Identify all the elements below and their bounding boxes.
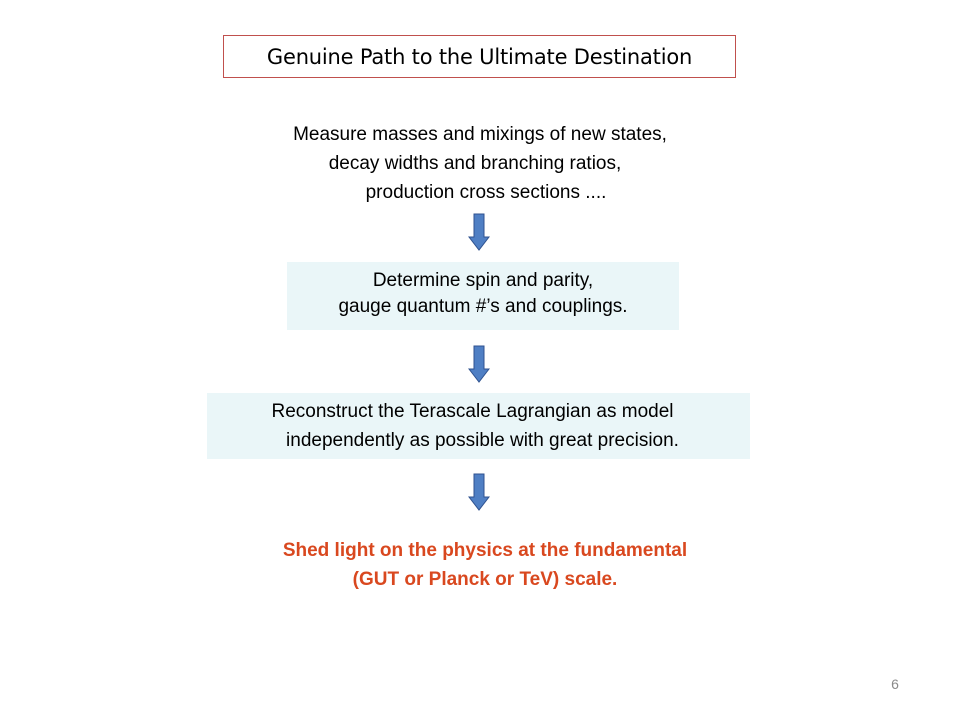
- step-reconstruct-box: Reconstruct the Terascale Lagrangian as …: [207, 393, 750, 459]
- step-determine-line: gauge quantum #’s and couplings.: [338, 296, 628, 317]
- down-arrow-icon: [468, 345, 490, 383]
- step-determine-line: Determine spin and parity,: [372, 270, 594, 291]
- step-measure-text: Measure masses and mixings of new states…: [215, 120, 745, 207]
- page-number: 6: [891, 676, 899, 692]
- step-determine-box: Determine spin and parity, gauge quantum…: [287, 262, 679, 330]
- conclusion-text: Shed light on the physics at the fundame…: [215, 536, 755, 594]
- slide-title: Genuine Path to the Ultimate Destination: [223, 35, 736, 78]
- down-arrow-icon: [468, 473, 490, 511]
- step-measure-line: Measure masses and mixings of new states…: [293, 124, 667, 145]
- step-reconstruct-line: independently as possible with great pre…: [286, 430, 679, 451]
- step-measure-line: decay widths and branching ratios,: [328, 153, 622, 174]
- conclusion-line: (GUT or Planck or TeV) scale.: [352, 569, 618, 590]
- down-arrow-icon: [468, 213, 490, 251]
- step-measure-line: production cross sections ....: [365, 182, 607, 203]
- conclusion-line: Shed light on the physics at the fundame…: [282, 540, 688, 561]
- step-reconstruct-line: Reconstruct the Terascale Lagrangian as …: [271, 401, 674, 422]
